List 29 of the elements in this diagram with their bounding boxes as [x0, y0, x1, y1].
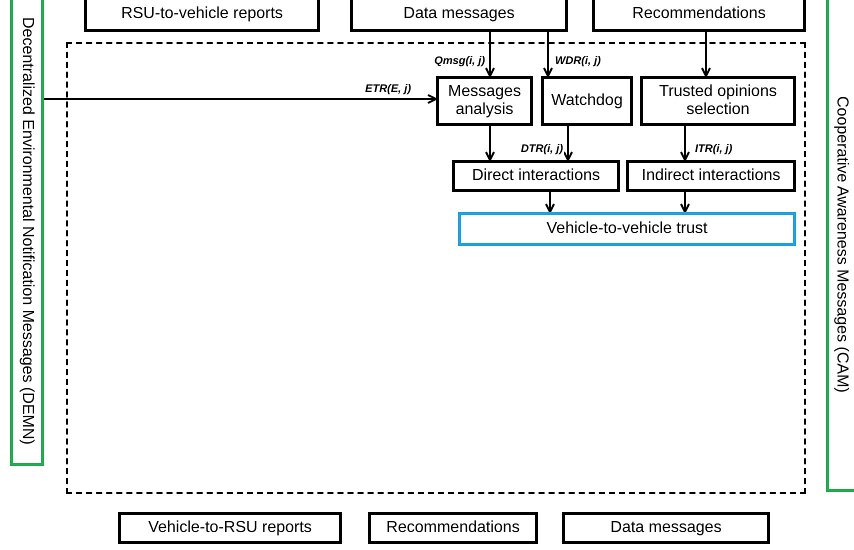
arrow: [680, 126, 690, 161]
message-panel: Decentralized Environmental Notification Messages (DEMN): [10, 0, 44, 466]
process-box: Recommendations: [592, 0, 806, 32]
edge-label: ETR(E, j): [364, 84, 412, 95]
arrow: [485, 126, 495, 161]
process-box: Data messages: [350, 0, 568, 32]
arrow: [543, 32, 553, 77]
process-box: Data messages: [562, 512, 770, 544]
process-box: Vehicle-to-RSU reports: [118, 512, 342, 544]
message-panel: Cooperative Awareness Messages (CAM): [826, 0, 854, 492]
process-box: Recommendations: [368, 512, 538, 544]
arrow: [680, 192, 690, 213]
process-box: Messages analysis: [436, 76, 533, 126]
process-box: Vehicle-to-vehicle trust: [458, 212, 796, 246]
arrow: [545, 192, 555, 213]
dashed-boundary-box: [66, 42, 806, 494]
process-box: RSU-to-vehicle reports: [84, 0, 320, 32]
edge-label: WDR(i, j): [554, 56, 602, 67]
process-box: Direct interactions: [452, 160, 620, 192]
arrow: [563, 126, 573, 161]
edge-label: DTR(i, j): [520, 144, 564, 155]
process-box: Indirect interactions: [626, 160, 796, 192]
arrow: [701, 32, 711, 77]
edge-label: Qmsg(i, j): [433, 56, 486, 67]
arrow: [485, 32, 495, 77]
edge-label: ITR(i, j): [694, 144, 734, 155]
process-box: Trusted opinions selection: [640, 76, 796, 126]
process-box: Watchdog: [541, 76, 633, 126]
arrow: [44, 94, 437, 104]
